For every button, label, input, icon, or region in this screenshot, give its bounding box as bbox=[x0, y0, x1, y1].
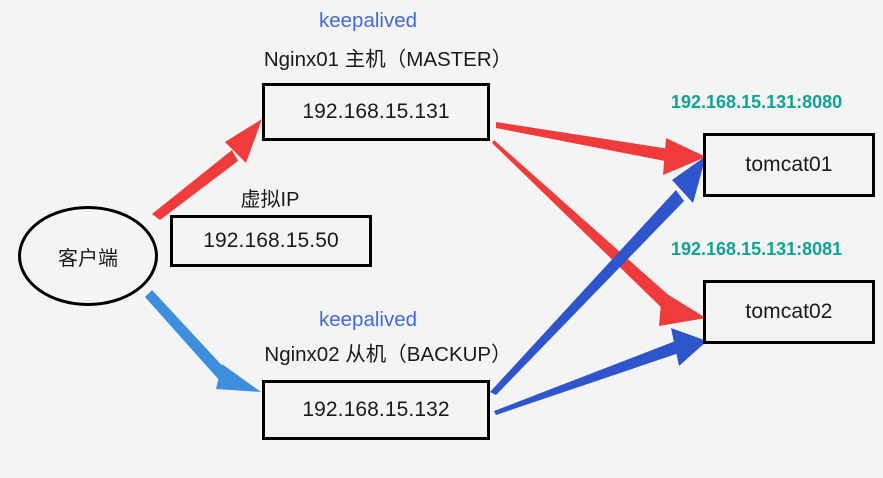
backup-keepalived-label: keepalived bbox=[318, 308, 417, 331]
master-caption: Nginx01 主机（MASTER） bbox=[263, 48, 513, 71]
client-node[interactable]: 客户端 bbox=[18, 206, 158, 306]
arrow-master-to-tomcat01 bbox=[496, 122, 706, 175]
virtual-ip-caption: 虚拟IP bbox=[240, 189, 300, 211]
arrow-master-to-tomcat02 bbox=[492, 140, 706, 326]
backup-ip: 192.168.15.132 bbox=[302, 398, 450, 421]
virtual-ip-value: 192.168.15.50 bbox=[203, 229, 339, 252]
backup-caption: Nginx02 从机（BACKUP） bbox=[264, 343, 512, 366]
backup-node[interactable]: 192.168.15.132 bbox=[262, 380, 490, 440]
master-ip: 192.168.15.131 bbox=[302, 100, 450, 123]
master-keepalived-label: keepalived bbox=[318, 9, 417, 32]
master-node[interactable]: 192.168.15.131 bbox=[262, 83, 490, 141]
tomcat01-node[interactable]: tomcat01 bbox=[703, 133, 875, 197]
tomcat02-endpoint-label: 192.168.15.131:8081 bbox=[671, 239, 843, 259]
tomcat01-label: tomcat01 bbox=[745, 153, 833, 176]
tomcat02-node[interactable]: tomcat02 bbox=[703, 280, 875, 344]
tomcat01-endpoint-label: 192.168.15.131:8080 bbox=[671, 92, 843, 112]
client-label: 客户端 bbox=[58, 247, 118, 270]
tomcat02-label: tomcat02 bbox=[745, 300, 833, 323]
virtual-ip-node[interactable]: 192.168.15.50 bbox=[170, 215, 372, 267]
